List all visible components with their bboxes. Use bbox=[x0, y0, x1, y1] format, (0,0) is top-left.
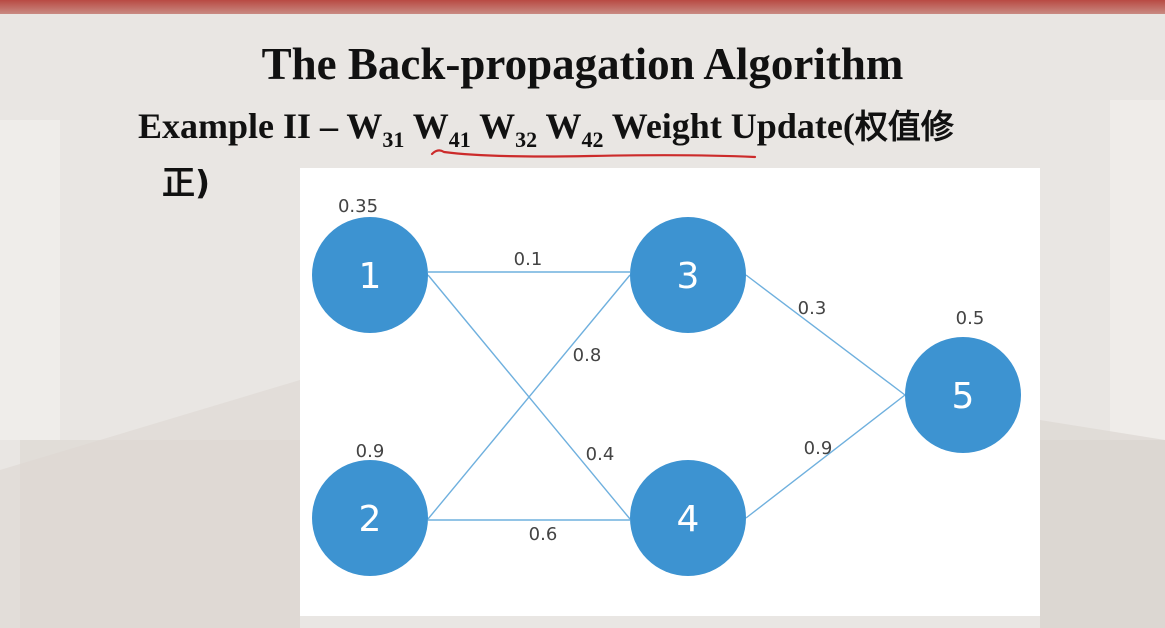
subtitle-cjk: 权值修 bbox=[854, 107, 954, 146]
node-5-value: 0.5 bbox=[956, 308, 985, 329]
node-2-circle bbox=[312, 460, 428, 576]
node-3-label: 3 bbox=[677, 256, 700, 297]
node-1-label: 1 bbox=[359, 256, 382, 297]
weight-w31: W31 bbox=[346, 106, 405, 152]
edge-weight-1-3: 0.1 bbox=[514, 249, 543, 270]
node-3-circle bbox=[630, 217, 746, 333]
node-1-circle bbox=[312, 217, 428, 333]
edge-weight-2-4: 0.6 bbox=[529, 524, 558, 545]
slide-subtitle: Example II – W31 W41 W32 W42 Weight Upda… bbox=[138, 100, 954, 153]
edge-weight-4-5: 0.9 bbox=[804, 438, 833, 459]
node-2-value: 0.9 bbox=[356, 441, 385, 462]
network-svg: 0.1 0.8 0.4 0.6 0.3 0.9 1 0.35 2 0.9 3 4 5 0.5 bbox=[312, 196, 1021, 576]
edge-1-4 bbox=[427, 274, 631, 520]
edge-3-5 bbox=[745, 274, 906, 396]
subtitle-suffix: Weight Update( bbox=[603, 106, 855, 146]
weight-w41: W41 bbox=[412, 106, 471, 152]
slide-title: The Back-propagation Algorithm bbox=[261, 39, 904, 89]
red-underline-annotation bbox=[430, 149, 757, 159]
node-2-label: 2 bbox=[359, 499, 382, 540]
node-4-circle bbox=[630, 460, 746, 576]
edge-weight-2-3: 0.8 bbox=[573, 345, 602, 366]
node-5-label: 5 bbox=[952, 376, 975, 417]
neural-network-diagram: 0.1 0.8 0.4 0.6 0.3 0.9 1 0.35 2 0.9 3 4 5 0.5 bbox=[300, 168, 1040, 616]
edge-weight-1-4: 0.4 bbox=[586, 444, 615, 465]
node-5-circle bbox=[905, 337, 1021, 453]
node-4-label: 4 bbox=[677, 499, 700, 540]
edge-weight-3-5: 0.3 bbox=[798, 298, 827, 319]
subtitle-continuation: 正) bbox=[162, 163, 211, 202]
edge-4-5 bbox=[745, 394, 906, 519]
top-accent-bar bbox=[0, 0, 1165, 14]
weight-w42: W42 bbox=[545, 106, 604, 152]
subtitle-prefix: Example II – bbox=[138, 106, 347, 146]
node-1-value: 0.35 bbox=[338, 196, 378, 217]
weight-w32: W32 bbox=[479, 106, 538, 152]
